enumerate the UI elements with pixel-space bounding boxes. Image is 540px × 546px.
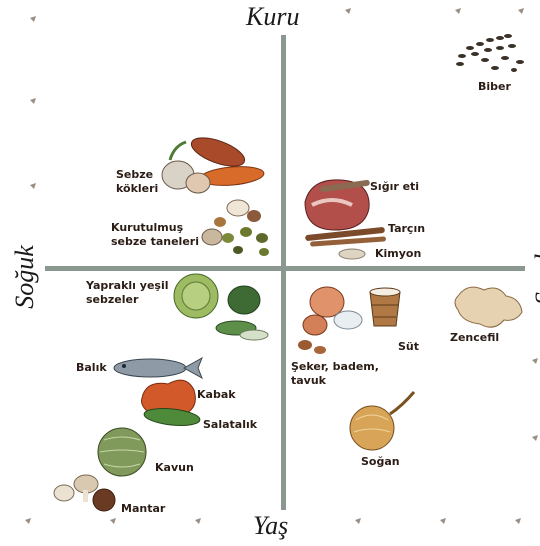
- label-mantar: Mantar: [121, 502, 165, 516]
- balik-illustration: [114, 358, 202, 378]
- label-kimyon: Kimyon: [375, 247, 421, 261]
- label-kabak: Kabak: [197, 388, 236, 402]
- kavun-illustration: [98, 428, 146, 476]
- axis-title-bottom: Yaş: [253, 511, 288, 541]
- axis-title-right: Sıcak: [530, 232, 540, 322]
- biber-illustration: [456, 34, 524, 72]
- sogan-illustration: [350, 392, 414, 450]
- mantar-illustration: [54, 475, 115, 511]
- label-biber: Biber: [478, 80, 511, 94]
- label-sebze-kokleri: Sebze kökleri: [116, 168, 158, 196]
- seker-badem-tavuk-illustration: [298, 287, 362, 354]
- yaprakli-illustration: [174, 274, 268, 340]
- sut-illustration: [370, 288, 400, 326]
- label-tarcin: Tarçın: [388, 222, 425, 236]
- label-sigir-eti: Sığır eti: [370, 180, 419, 194]
- label-balik: Balık: [76, 361, 107, 375]
- zencefil-illustration: [455, 287, 522, 327]
- kimyon-illustration: [339, 249, 365, 259]
- tarcin-illustration: [305, 227, 386, 247]
- label-seker-badem-tavuk: Şeker, badem, tavuk: [291, 360, 379, 388]
- label-sut: Süt: [398, 340, 419, 354]
- sigir-eti-illustration: [305, 180, 370, 230]
- horizontal-axis: [45, 266, 525, 271]
- sebze-kokleri-illustration: [162, 132, 265, 193]
- axis-title-top: Kuru: [246, 2, 299, 32]
- label-kurutulmus: Kurutulmuş sebze taneleri: [111, 221, 199, 249]
- label-sogan: Soğan: [361, 455, 400, 469]
- label-kavun: Kavun: [155, 461, 194, 475]
- label-yaprakli: Yapraklı yeşil sebzeler: [86, 279, 169, 307]
- label-zencefil: Zencefil: [450, 331, 499, 345]
- label-salatalik: Salatalık: [203, 418, 257, 432]
- kurutulmus-illustration: [202, 200, 269, 256]
- vertical-axis: [281, 35, 286, 510]
- axis-title-left: Soğuk: [10, 232, 40, 322]
